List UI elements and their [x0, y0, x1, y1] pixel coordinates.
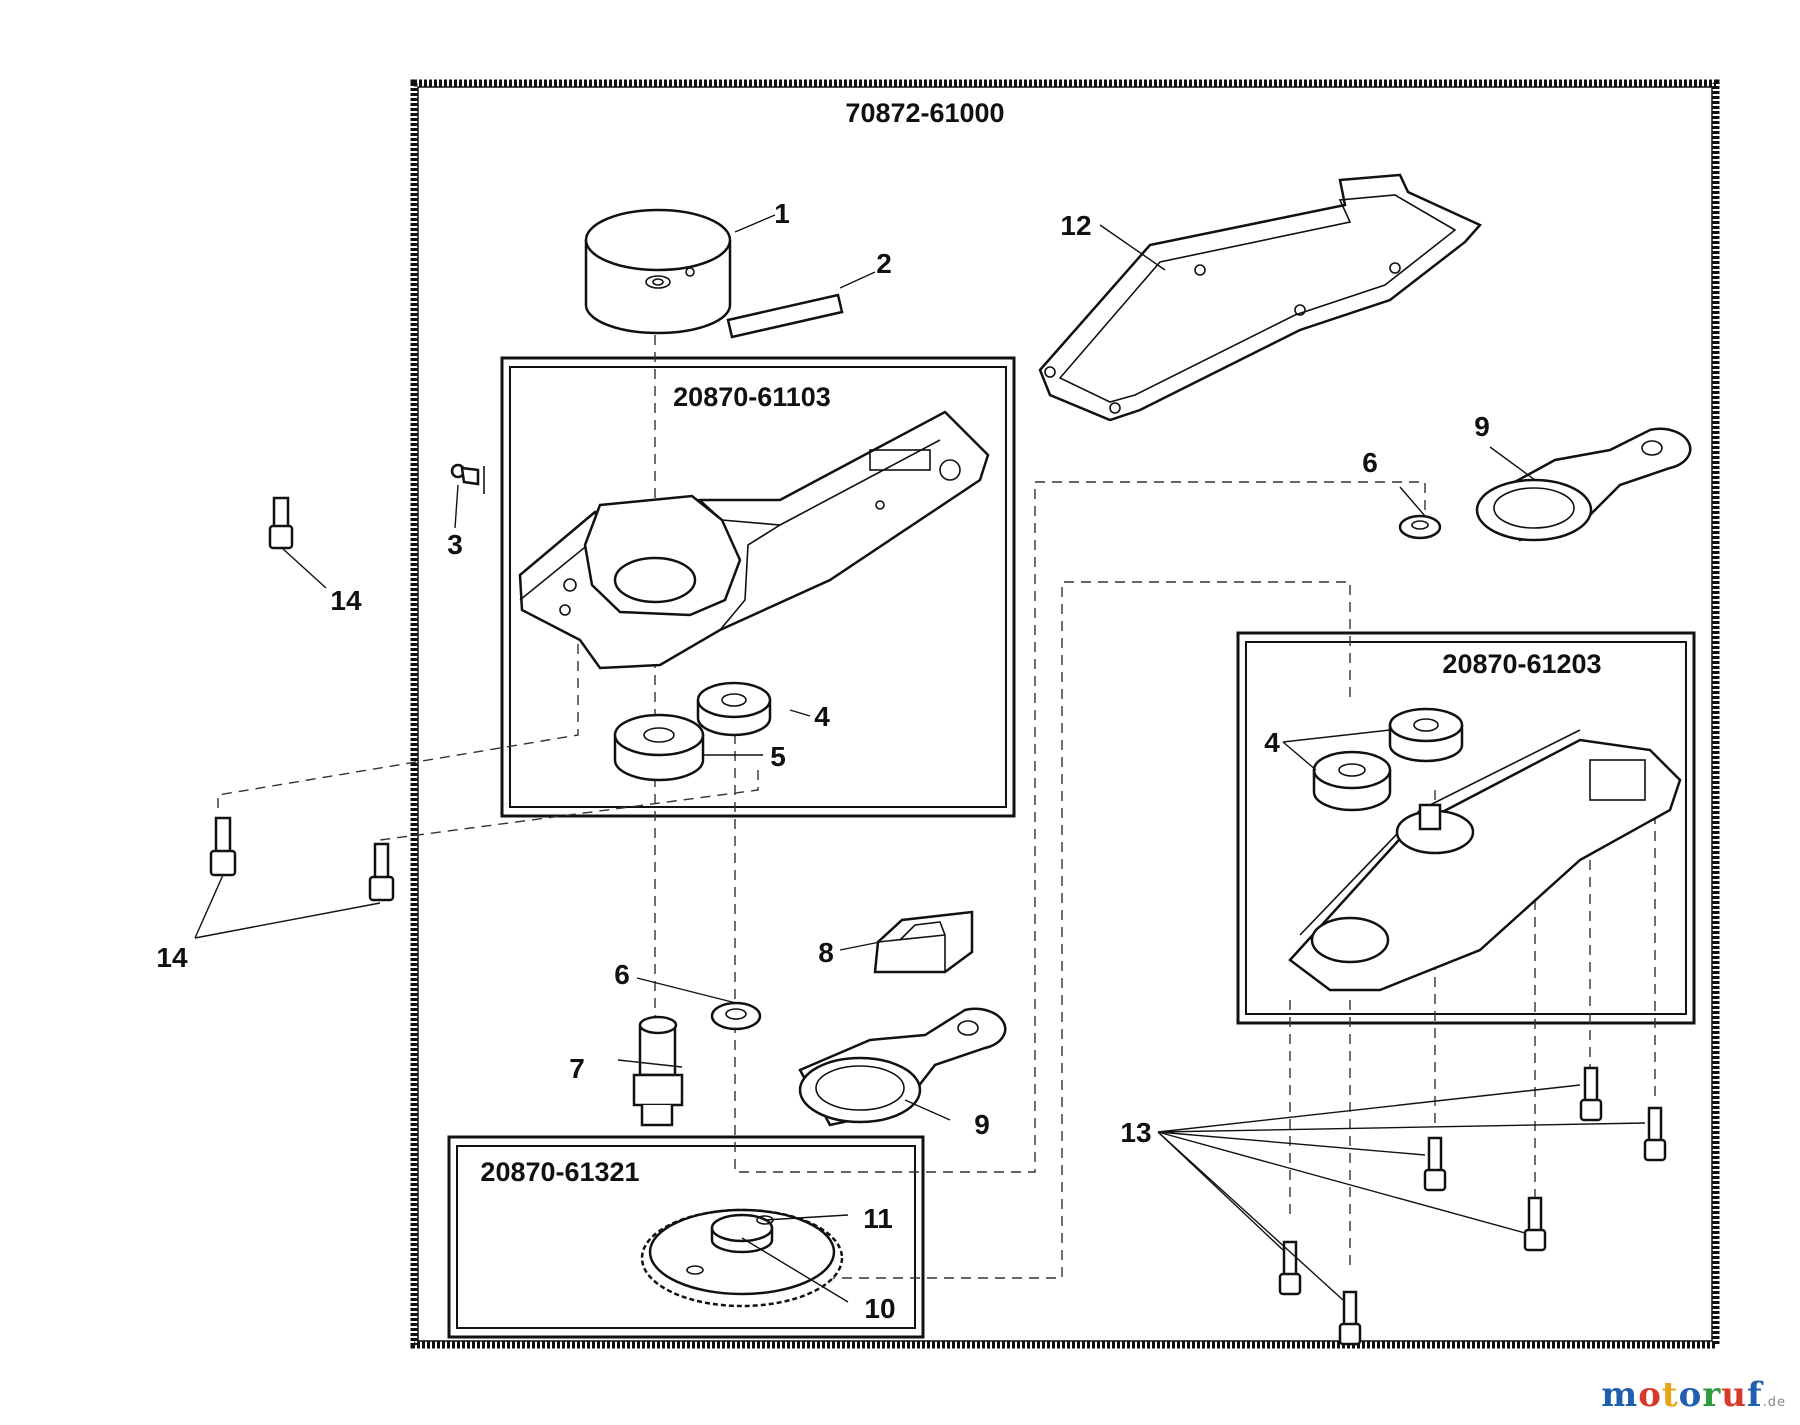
- part-gasket: [1038, 173, 1483, 422]
- callout-4-lower: 4: [1264, 727, 1280, 758]
- watermark-letter: m: [1601, 1375, 1639, 1415]
- callout-14-top: 14: [330, 585, 362, 616]
- part-strip: [726, 293, 844, 339]
- callout-13: 13: [1120, 1117, 1151, 1148]
- callout-6-upper: 6: [1362, 447, 1378, 478]
- part-bracket: [873, 910, 974, 974]
- subassembly-code-upper-case: 20870-61103: [673, 382, 831, 412]
- part-bolts-housing: [1278, 1066, 1667, 1346]
- assembly-guide-lines: [217, 335, 1656, 1279]
- watermark-letter: o: [1678, 1375, 1703, 1415]
- callout-8: 8: [818, 937, 834, 968]
- watermark-letter: t: [1661, 1375, 1679, 1415]
- callout-numbers: 1 2 3 4 5 6 6 7 8 9 9 10 11 12 4 13 14 1…: [156, 198, 1489, 1324]
- callout-2: 2: [876, 248, 892, 279]
- assembly-code: 70872-61000: [845, 98, 1004, 128]
- subassembly-box-lower-case: [1236, 631, 1696, 1025]
- callout-10: 10: [864, 1293, 895, 1324]
- callout-12: 12: [1060, 210, 1091, 241]
- part-lower-case: [1288, 729, 1682, 992]
- part-cup: [584, 208, 732, 335]
- part-bearings-upper: [613, 681, 772, 782]
- subassembly-box-upper-case: [500, 356, 1016, 818]
- subassembly-code-lower-case: 20870-61203: [1442, 649, 1601, 679]
- part-bolts-lower: [209, 816, 395, 902]
- part-shaft: [632, 1015, 684, 1127]
- part-bolt-top: [268, 496, 294, 550]
- part-bearings-lower: [1312, 707, 1464, 812]
- callout-leaders: [194, 214, 1646, 1303]
- part-gear: [640, 1208, 844, 1308]
- part-grease-nipple: [450, 463, 485, 494]
- part-arm-upper: [1475, 427, 1692, 542]
- part-arm-lower: [798, 1007, 1007, 1127]
- part-upper-case: [518, 410, 990, 670]
- watermark-letter: f: [1746, 1375, 1763, 1415]
- callout-14-lower: 14: [156, 942, 188, 973]
- watermark-letter: u: [1721, 1375, 1747, 1415]
- watermark-suffix: .de: [1762, 1395, 1786, 1410]
- callout-6-lower: 6: [614, 959, 630, 990]
- watermark-letter: o: [1638, 1375, 1662, 1415]
- watermark-logo: motoruf.de: [1601, 1375, 1786, 1415]
- watermark-text: motoruf: [1601, 1375, 1762, 1415]
- callout-1: 1: [774, 198, 790, 229]
- watermark-letter: r: [1702, 1375, 1722, 1415]
- callout-5: 5: [770, 741, 786, 772]
- outer-frame: [410, 79, 1720, 1349]
- callout-9-lower: 9: [974, 1109, 990, 1140]
- callout-9-upper: 9: [1474, 411, 1490, 442]
- callout-7: 7: [569, 1053, 585, 1084]
- subassembly-code-gear: 20870-61321: [480, 1157, 639, 1187]
- callout-4-upper: 4: [814, 701, 830, 732]
- callout-11: 11: [863, 1203, 893, 1234]
- subassembly-box-gear: [447, 1135, 925, 1339]
- part-washer-upper: [1398, 514, 1442, 540]
- part-washer-lower: [710, 1001, 762, 1031]
- callout-3: 3: [447, 529, 463, 560]
